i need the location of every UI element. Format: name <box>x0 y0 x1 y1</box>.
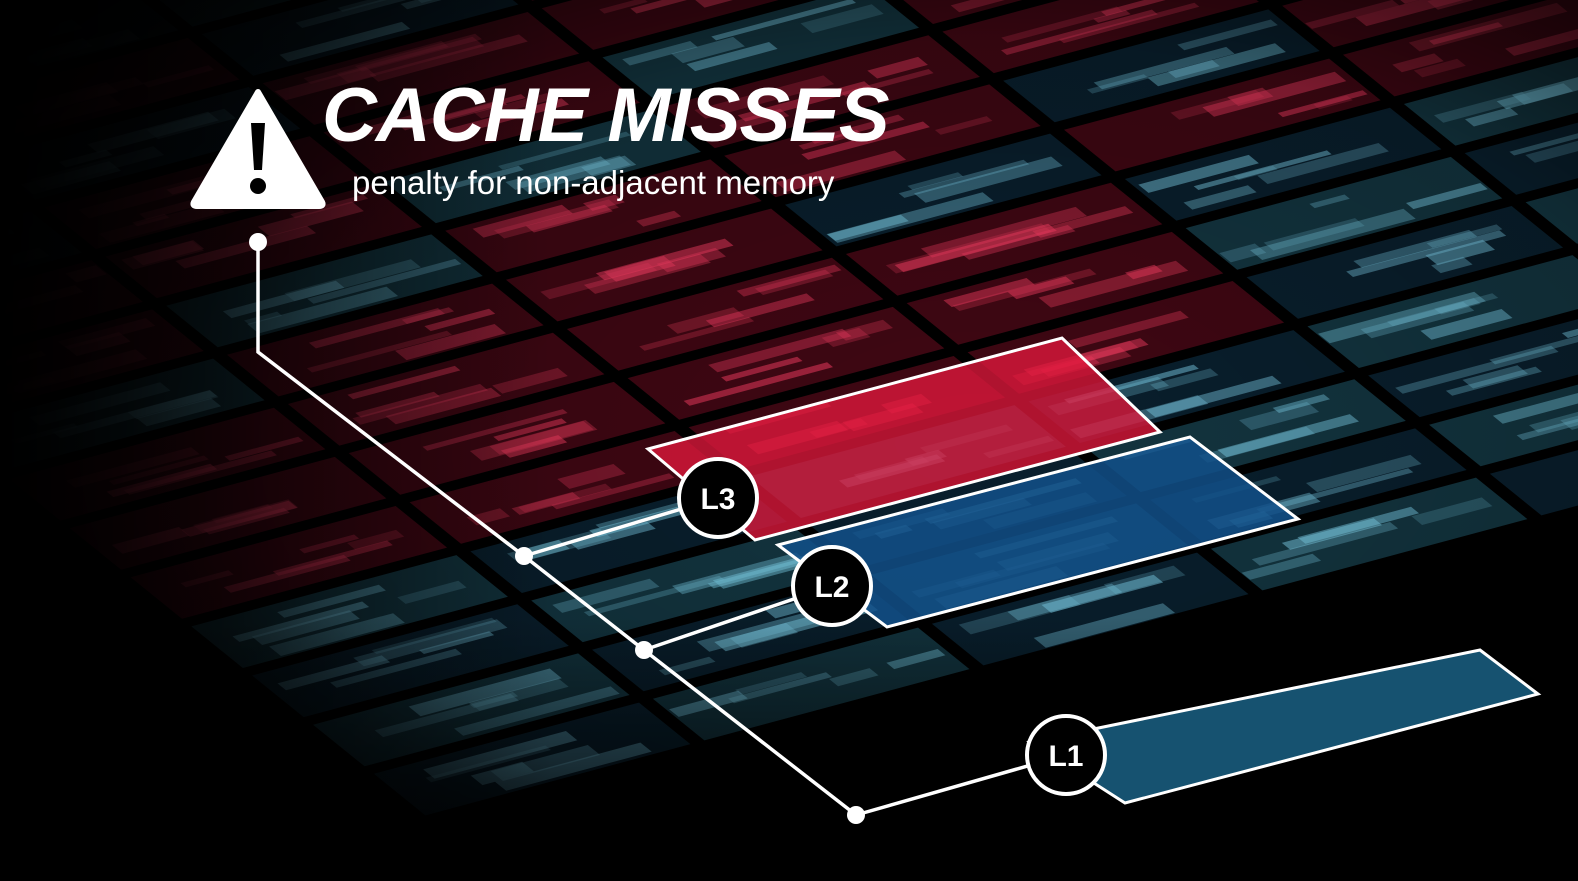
l3-badge: L3 <box>677 457 759 539</box>
page-title: CACHE MISSES <box>322 73 890 158</box>
l3-label: L3 <box>700 483 735 516</box>
l2-badge: L2 <box>791 545 873 627</box>
l2-label: L2 <box>814 571 849 604</box>
l1-cache-row <box>1026 648 1542 805</box>
l1-label: L1 <box>1048 740 1083 773</box>
connector-dot-l3 <box>515 547 533 565</box>
connector-dot-l2 <box>635 641 653 659</box>
connector-dot-l1 <box>847 806 865 824</box>
page-subtitle: penalty for non-adjacent memory <box>352 164 835 201</box>
warning-triangle-icon <box>190 89 326 209</box>
connector-dot-top <box>249 233 267 251</box>
l1-badge: L1 <box>1025 714 1107 796</box>
